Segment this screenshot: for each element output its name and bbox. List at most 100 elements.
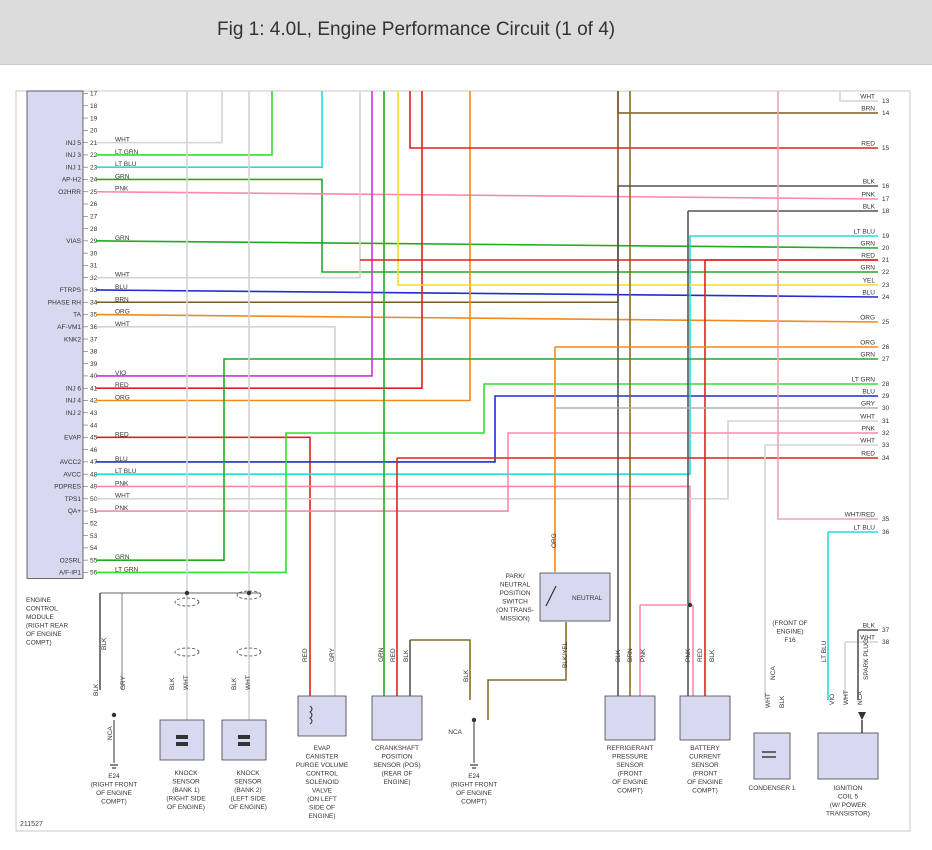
solenoid-coil-icon <box>309 705 313 725</box>
wire-tag: NCA <box>770 666 777 680</box>
wire-whtred-35 <box>777 91 878 520</box>
ecm-pin-number: 33 <box>90 287 98 294</box>
wire-tag: VIO <box>829 694 836 705</box>
ignition-coil-5-label: (W/ POWER <box>830 802 867 809</box>
ignition-coil-5-label: COIL 5 <box>838 794 859 801</box>
right-terminal-color: RED <box>861 451 875 458</box>
ecm-pin-number: 42 <box>90 398 98 405</box>
park-neutral-switch-label: SWITCH <box>502 599 528 606</box>
ecm-pin-number: 24 <box>90 177 98 184</box>
knock-sensor-bank2-label: OF ENGINE) <box>229 804 267 811</box>
ecm-pin-label: EVAP <box>64 435 81 442</box>
crankshaft-position-sensor <box>371 695 423 741</box>
right-terminal-color: LT GRN <box>852 377 876 384</box>
battery-current-sensor-label: (FRONT <box>693 771 718 778</box>
ecm-pin-number: 38 <box>90 349 98 356</box>
e24-left-label: (RIGHT FRONT <box>91 782 137 789</box>
figure-number: 211527 <box>20 821 43 828</box>
right-terminal-number: 18 <box>882 208 890 215</box>
right-terminal-color: BLK <box>863 179 876 186</box>
knock-sensor-bank2-label: (BANK 2) <box>234 787 261 794</box>
ecm-pin-number: 21 <box>90 140 98 147</box>
ecm-pin-number: 39 <box>90 361 98 368</box>
park-neutral-switch-label: (ON TRANS- <box>496 607 534 614</box>
ecm-pin-number: 52 <box>90 521 98 528</box>
right-terminal-color: WHT <box>860 414 875 421</box>
knock-sensor-bank1-label: OF ENGINE) <box>167 804 205 811</box>
ecm-pin-number: 53 <box>90 533 98 540</box>
ecm-wire-color: PNK <box>115 186 129 193</box>
ecm-wire-color: WHT <box>115 493 130 500</box>
wire-tag: RED <box>302 648 309 662</box>
right-terminal-number: 21 <box>882 257 890 264</box>
ecm-wire-color: GRN <box>115 173 130 180</box>
evap-solenoid-label: CANISTER <box>306 754 339 761</box>
right-terminal-color: ORG <box>860 340 875 347</box>
ecm-pin-label: INJ 6 <box>66 385 82 392</box>
refrigerant-pressure-sensor-label: REFRIGERANT <box>607 745 654 752</box>
right-terminal-number: 31 <box>882 418 890 425</box>
junction-dot <box>687 602 693 608</box>
knock-element <box>238 742 250 746</box>
e24-mid-label: E24 <box>468 773 480 780</box>
wire-tag: WHT <box>843 690 850 705</box>
right-terminal-number: 26 <box>882 344 890 351</box>
park-neutral-switch-label: MISSION) <box>500 616 530 623</box>
evap-solenoid-label: SIDE OF <box>309 805 335 812</box>
wire-tag: WHT <box>183 675 190 690</box>
ecm-wire-color: WHT <box>115 137 130 144</box>
wire-shield <box>174 647 200 657</box>
ecm-module <box>26 90 84 579</box>
ignition-coil-5-label: IGNITION <box>834 785 863 792</box>
condenser-1 <box>753 732 791 780</box>
ecm-pin-label: PDPRES <box>54 484 81 491</box>
ecm-pin-label: VIAS <box>66 238 81 245</box>
ecm-pin-number: 47 <box>90 459 98 466</box>
wire-pin32 <box>96 91 361 279</box>
right-terminal-number: 23 <box>882 282 890 289</box>
park-neutral-switch-label: NEUTRAL <box>500 582 531 589</box>
wire-tag: ORG <box>551 533 558 548</box>
park-neutral-switch-label: PARK/ <box>505 573 524 580</box>
knock-sensor-bank1-label: KNOCK <box>174 770 198 777</box>
refrigerant-pressure-sensor-label: OF ENGINE <box>612 779 648 786</box>
wire-avcc <box>96 235 878 475</box>
wire-tag: GRN <box>378 647 385 662</box>
refrigerant-pressure-sensor-label: COMPT) <box>617 788 643 795</box>
wire-brn-14 <box>617 91 878 114</box>
crankshaft-position-sensor-label: CRANKSHAFT <box>375 745 419 752</box>
right-terminal-color: WHT <box>860 438 875 445</box>
right-terminal-number: 37 <box>882 627 890 634</box>
wire-inj2 <box>96 91 471 402</box>
right-terminal-color: PNK <box>862 426 876 433</box>
knock-sensor-bank2-label: SENSOR <box>234 779 262 786</box>
f16-ground-label: (FRONT OF <box>772 620 807 627</box>
wire-shield <box>236 647 262 657</box>
right-terminal-number: 27 <box>882 356 890 363</box>
evap-solenoid-label: PURGE VOLUME <box>296 762 349 769</box>
wire-aph2 <box>96 178 878 273</box>
right-terminal-number: 16 <box>882 183 890 190</box>
evap-solenoid-label: SOLENOID <box>305 779 339 786</box>
ecm-label: OF ENGINE <box>26 631 62 638</box>
wire-qa <box>96 432 878 512</box>
ecm-wire-color: RED <box>115 431 129 438</box>
refrigerant-pressure-sensor-label: PRESSURE <box>612 754 648 761</box>
evap-solenoid-label: (ON LEFT <box>307 796 337 803</box>
switch-contact-icon <box>545 585 557 607</box>
ecm-pin-number: 17 <box>90 91 98 98</box>
knock-element <box>176 735 188 739</box>
e24-left-label: COMPT) <box>101 799 127 806</box>
wire-inj3 <box>96 91 273 156</box>
right-terminal-number: 28 <box>882 381 890 388</box>
refrigerant-pressure-sensor <box>604 695 656 741</box>
ecm-wire-color: ORG <box>115 395 130 402</box>
ecm-pin-number: 44 <box>90 422 98 429</box>
wire-shield <box>236 590 262 600</box>
right-terminal-number: 29 <box>882 393 890 400</box>
wire-tag: PNK <box>640 648 647 662</box>
wire-tag: BLK/YEL <box>562 641 569 668</box>
battery-current-sensor-label: SENSOR <box>691 762 719 769</box>
wire-tag: BLK <box>615 649 622 662</box>
